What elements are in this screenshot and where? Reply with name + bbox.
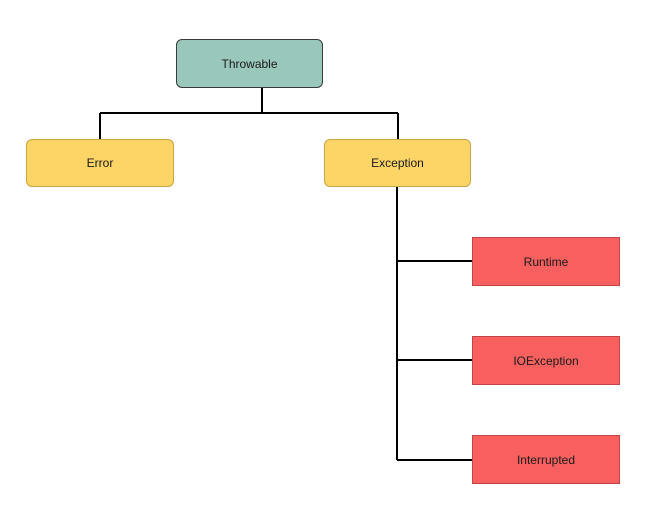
node-ioexception[interactable]: IOException <box>472 336 620 385</box>
node-throwable[interactable]: Throwable <box>176 39 323 88</box>
node-exception[interactable]: Exception <box>324 139 471 187</box>
connector-throwable-to-children <box>99 88 399 139</box>
node-interrupted-label: Interrupted <box>516 452 576 467</box>
node-exception-label: Exception <box>371 156 424 170</box>
node-error[interactable]: Error <box>26 139 174 187</box>
node-throwable-label: Throwable <box>221 56 278 71</box>
node-runtime[interactable]: Runtime <box>472 237 620 286</box>
node-error-label: Error <box>86 156 114 170</box>
node-runtime-label: Runtime <box>523 254 569 269</box>
connector-exception-to-children <box>396 187 472 461</box>
node-interrupted[interactable]: Interrupted <box>472 435 620 484</box>
node-ioexception-label: IOException <box>513 353 579 368</box>
